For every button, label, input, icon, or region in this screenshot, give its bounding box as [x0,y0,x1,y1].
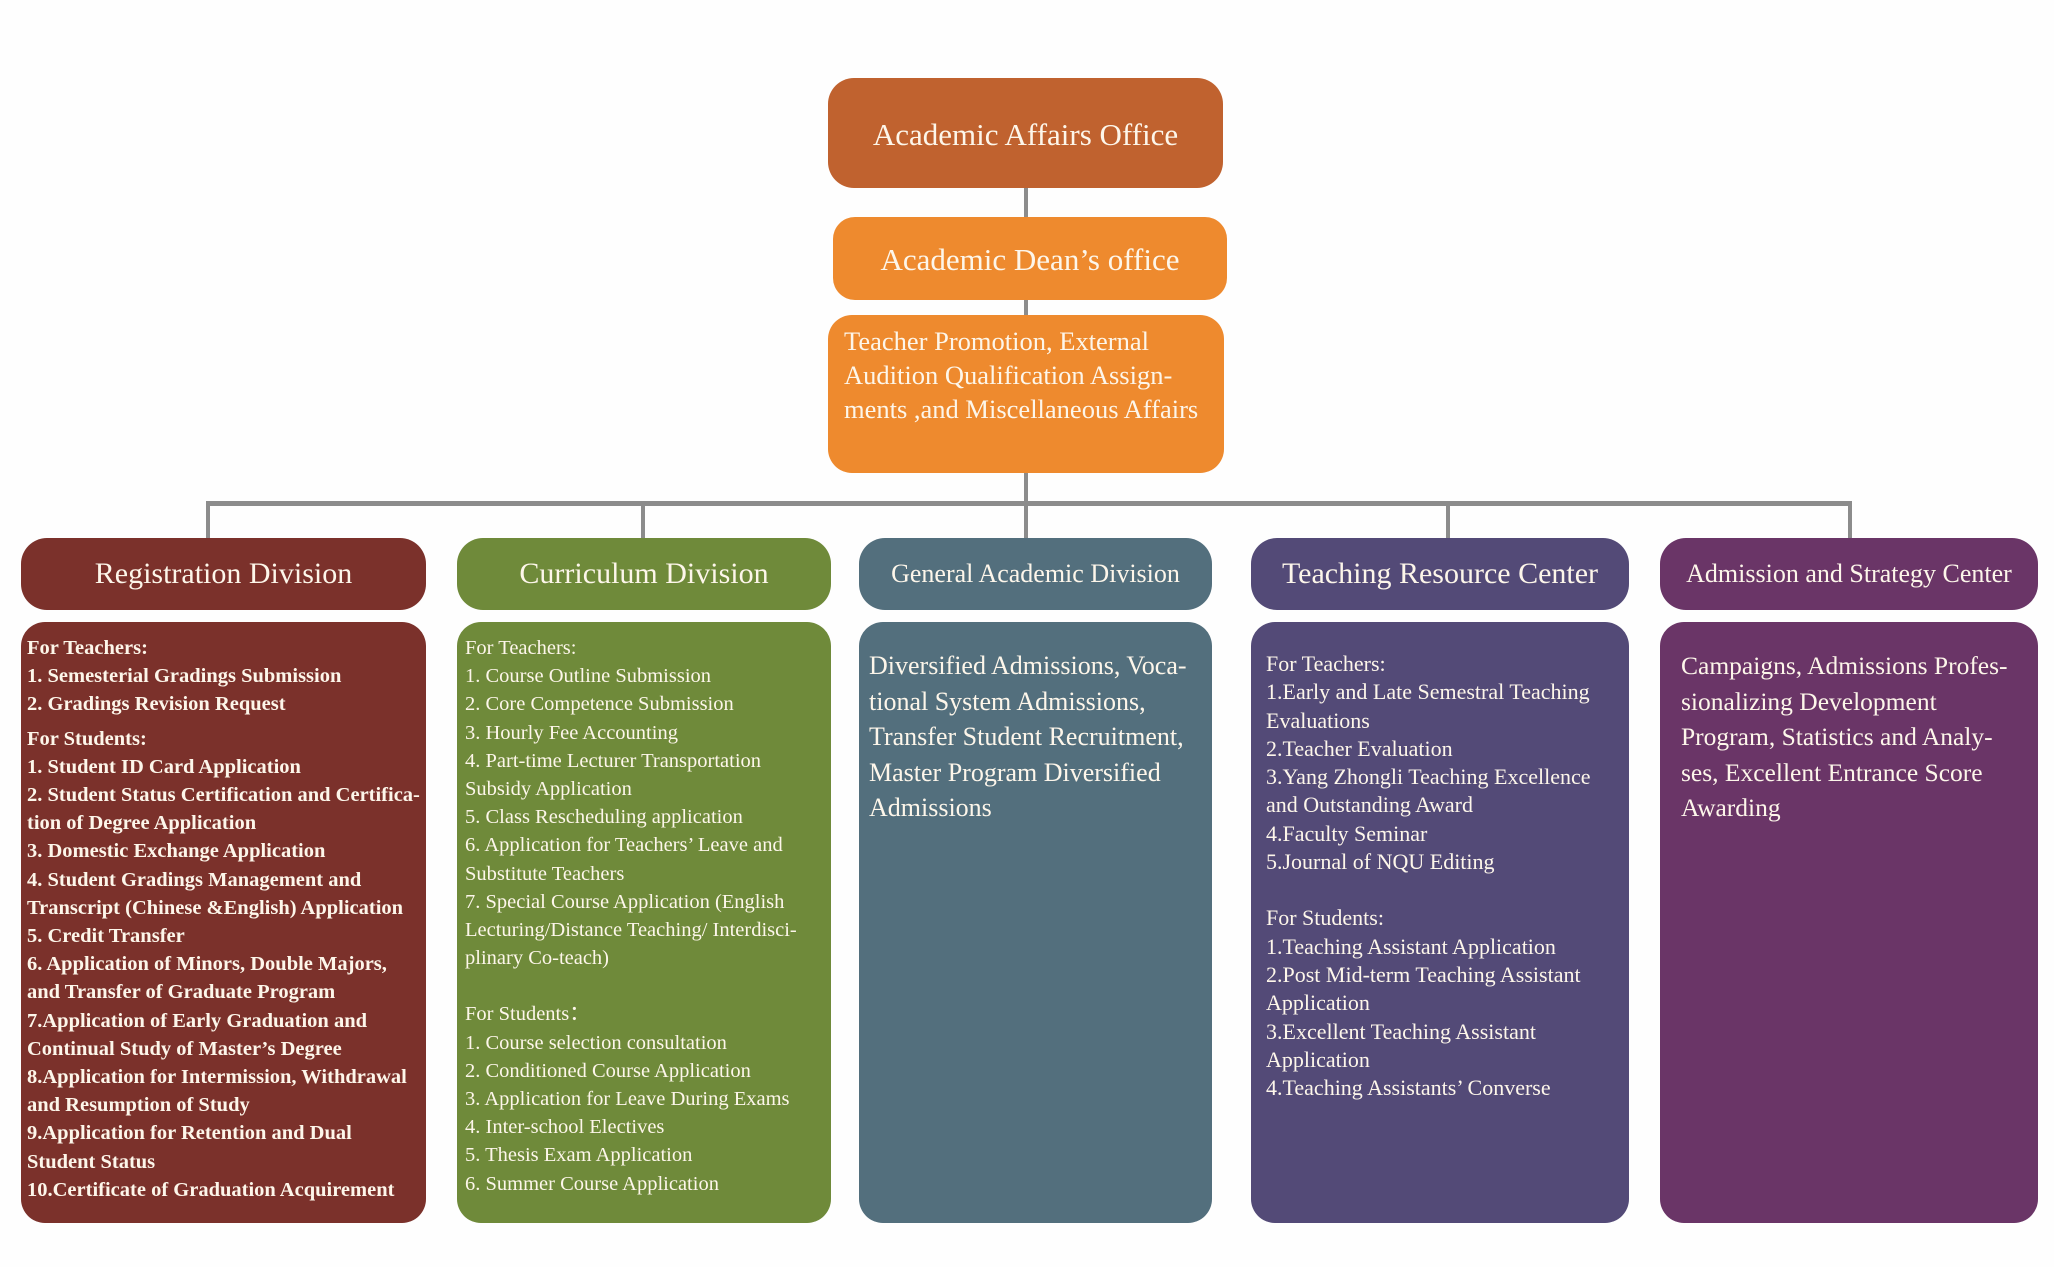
list-item: 6. Summer Course Application [465,1172,719,1195]
list-item: 5. Credit Transfer [27,925,185,948]
academic-dean-office-box: Academic Dean’s office [833,217,1227,300]
connector-office-dean [1024,188,1028,217]
teaching-resource-center-header: Teaching Resource Center [1251,538,1629,610]
list-item: 2. Conditioned Course Application [465,1059,751,1082]
list-item: 3. Hourly Fee Accounting [465,721,678,744]
list-item: 1.Teaching Assistant Application [1266,933,1556,959]
academic-affairs-office-box: Academic Affairs Office [828,78,1223,188]
teaching-teachers-list: 1.Early and Late Semestral Teaching Eval… [1266,678,1619,876]
students-section-label: For Students: [1266,905,1384,931]
list-item: 3. Application for Leave During Exams [465,1088,790,1111]
connector-admission [1848,501,1852,538]
list-item: 5.Journal of NQU Editing [1266,849,1495,875]
curriculum-division-header: Curriculum Division [457,538,831,610]
list-item: 4. Inter-school Electives [465,1116,665,1139]
list-item: 2. Gradings Revision Request [27,693,286,716]
connector-curriculum [641,501,645,538]
admission-strategy-center-body: Campaigns, Admissions Profes-sionalizing… [1660,622,2038,1223]
list-item: 4. Student Gradings Management and Trans… [27,868,404,919]
connector-duties-bus [1024,473,1028,503]
dean-duties-box: Teacher Promotion, External Audition Qua… [828,315,1224,473]
teachers-section-label: For Teachers: [27,637,148,659]
list-item: 7.Application of Early Graduation and Co… [27,1009,368,1060]
students-section-label: For Students： [465,1003,590,1026]
connector-registration [206,501,210,538]
dean-duties-text: Teacher Promotion, External Audition Qua… [844,326,1199,424]
list-item: 4.Teaching Assistants’ Converse [1266,1075,1551,1101]
list-item: 2. Core Competence Submission [465,693,734,716]
list-item: 3. Domestic Exchange Application [27,840,326,863]
teachers-section-label: For Teachers: [1266,651,1386,676]
list-item: 6. Application of Minors, Double Majors,… [27,953,387,1004]
list-item: 7. Special Course Application (English L… [465,890,797,970]
admission-strategy-center-title: Admission and Strategy Center [1686,559,2012,588]
list-item: 2.Post Mid-term Teaching Assistant Appli… [1266,961,1581,1016]
admission-strategy-description: Campaigns, Admissions Profes-sionalizing… [1681,651,2008,822]
curriculum-students-list: 1. Course selection consultation 2. Condi… [465,1029,825,1198]
teaching-resource-center-title: Teaching Resource Center [1281,557,1599,590]
registration-students-list: 1. Student ID Card Application 2. Student… [27,753,420,1204]
list-item: 4.Faculty Seminar [1266,820,1428,846]
list-item: 5. Thesis Exam Application [465,1144,693,1167]
teaching-resource-center-body: For Teachers: 1.Early and Late Semestral… [1251,622,1629,1223]
students-section-label: For Students: [27,727,147,750]
list-item: 3.Yang Zhongli Teaching Excellence and O… [1266,764,1591,818]
curriculum-division-body: For Teachers: 1. Course Outline Submissi… [457,622,831,1223]
list-item: 3.Excellent Teaching Assistant Applicati… [1266,1018,1536,1072]
academic-affairs-office-title: Academic Affairs Office [872,117,1179,152]
curriculum-teachers-list: 1. Course Outline Submission 2. Core Comp… [465,662,825,972]
academic-dean-office-title: Academic Dean’s office [880,241,1180,277]
list-item: 1. Course Outline Submission [465,665,712,688]
general-academic-division-header: General Academic Division [859,538,1212,610]
list-item: 10.Certificate of Graduation Acquirement [27,1178,395,1201]
connector-dean-duties [1024,300,1028,315]
list-item: 2. Student Status Certification and Cert… [27,784,420,835]
registration-division-body: For Teachers: 1. Semesterial Gradings Su… [21,622,426,1223]
connector-general [1024,501,1028,538]
list-item: 2.Teacher Evaluation [1266,735,1453,761]
list-item: 8.Application for Intermission, Withdraw… [27,1066,407,1117]
list-item: 1. Semesterial Gradings Submission [27,665,342,688]
teachers-section-label: For Teachers: [465,637,577,659]
connector-bus [206,501,1852,506]
list-item: 1.Early and Late Semestral Teaching Eval… [1266,679,1590,733]
list-item: 4. Part-time Lecturer Transportation Sub… [465,749,762,801]
list-item: 5. Class Rescheduling application [465,806,743,829]
admission-strategy-center-header: Admission and Strategy Center [1660,538,2038,610]
registration-division-title: Registration Division [94,557,353,590]
general-academic-division-body: Diversified Admissions, Voca-tional Syst… [859,622,1212,1223]
general-academic-division-title: General Academic Division [891,559,1180,588]
curriculum-division-title: Curriculum Division [519,557,769,590]
connector-teaching [1446,501,1450,538]
list-item: 1. Course selection consultation [465,1031,727,1054]
list-item: 6. Application for Teachers’ Leave and S… [465,834,783,885]
list-item: 9.Application for Retention and Dual Stu… [27,1122,352,1173]
general-academic-description: Diversified Admissions, Voca-tional Syst… [869,651,1187,822]
registration-teachers-list: 1. Semesterial Gradings Submission 2. Gra… [27,662,420,718]
list-item: 1. Student ID Card Application [27,755,301,778]
registration-division-header: Registration Division [21,538,426,610]
